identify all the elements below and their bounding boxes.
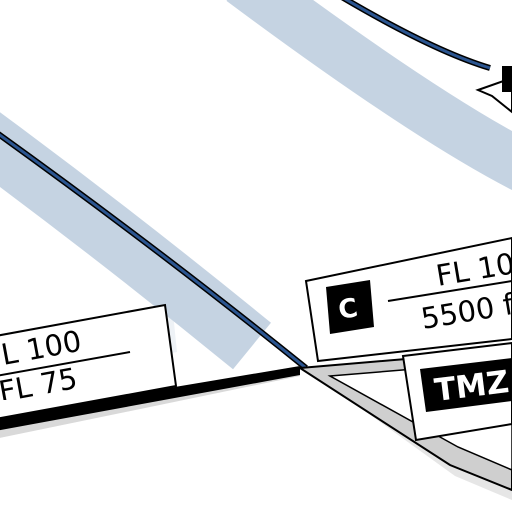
airspace-band-upper-right (226, 0, 512, 190)
boundary-thick-line (0, 366, 300, 431)
right-label-divider (387, 280, 512, 302)
class-badge-letter: C (336, 293, 360, 326)
left-label-divider (0, 351, 131, 377)
tmz-badge (420, 358, 512, 412)
left-label-box (0, 303, 178, 420)
airspace-boundary-left-inner (0, 133, 307, 370)
airspace-boundary-upper-right-inner (343, 0, 491, 70)
airspace-band-left (0, 112, 271, 370)
class-badge (326, 280, 374, 334)
right-label-box (304, 236, 512, 363)
partial-badge-top-right (502, 66, 512, 92)
